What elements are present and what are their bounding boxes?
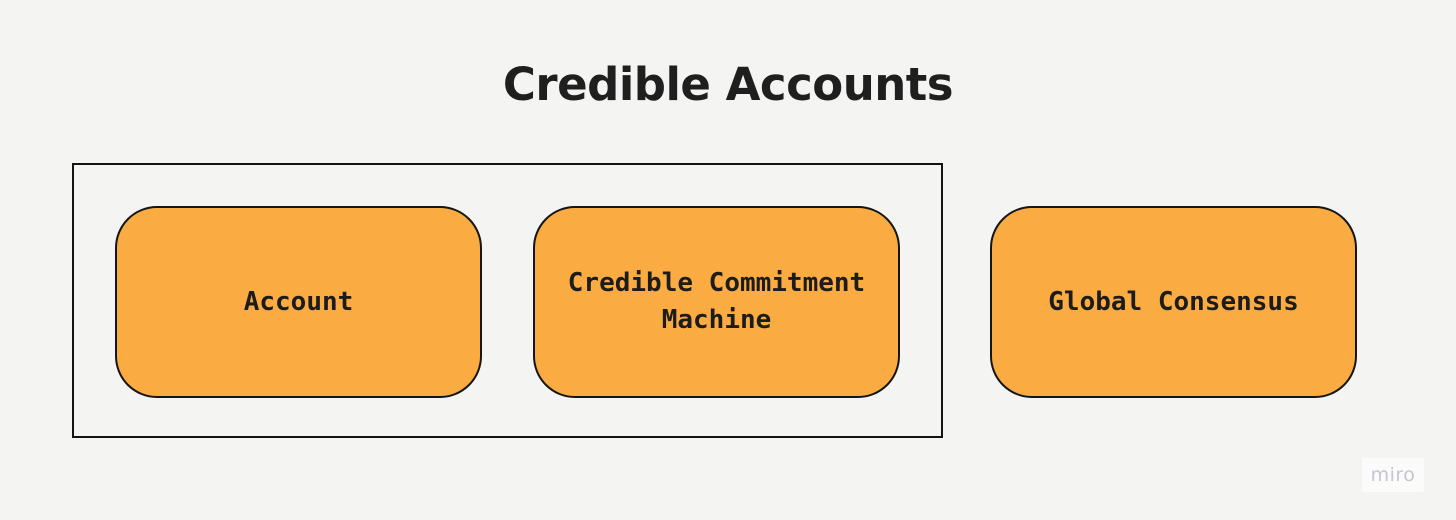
diagram-title: Credible Accounts xyxy=(502,58,954,111)
node-global-consensus-label: Global Consensus xyxy=(1048,286,1299,317)
node-account-label: Account xyxy=(243,286,354,317)
miro-watermark-badge[interactable]: miro xyxy=(1362,458,1424,492)
node-credible-commitment-machine-label: Credible Commitment Machine xyxy=(567,268,866,335)
miro-watermark-label: miro xyxy=(1370,464,1416,486)
container-frame xyxy=(72,163,943,438)
node-credible-commitment-machine: Credible Commitment Machine xyxy=(533,206,900,398)
node-account: Account xyxy=(115,206,482,398)
node-global-consensus: Global Consensus xyxy=(990,206,1357,398)
